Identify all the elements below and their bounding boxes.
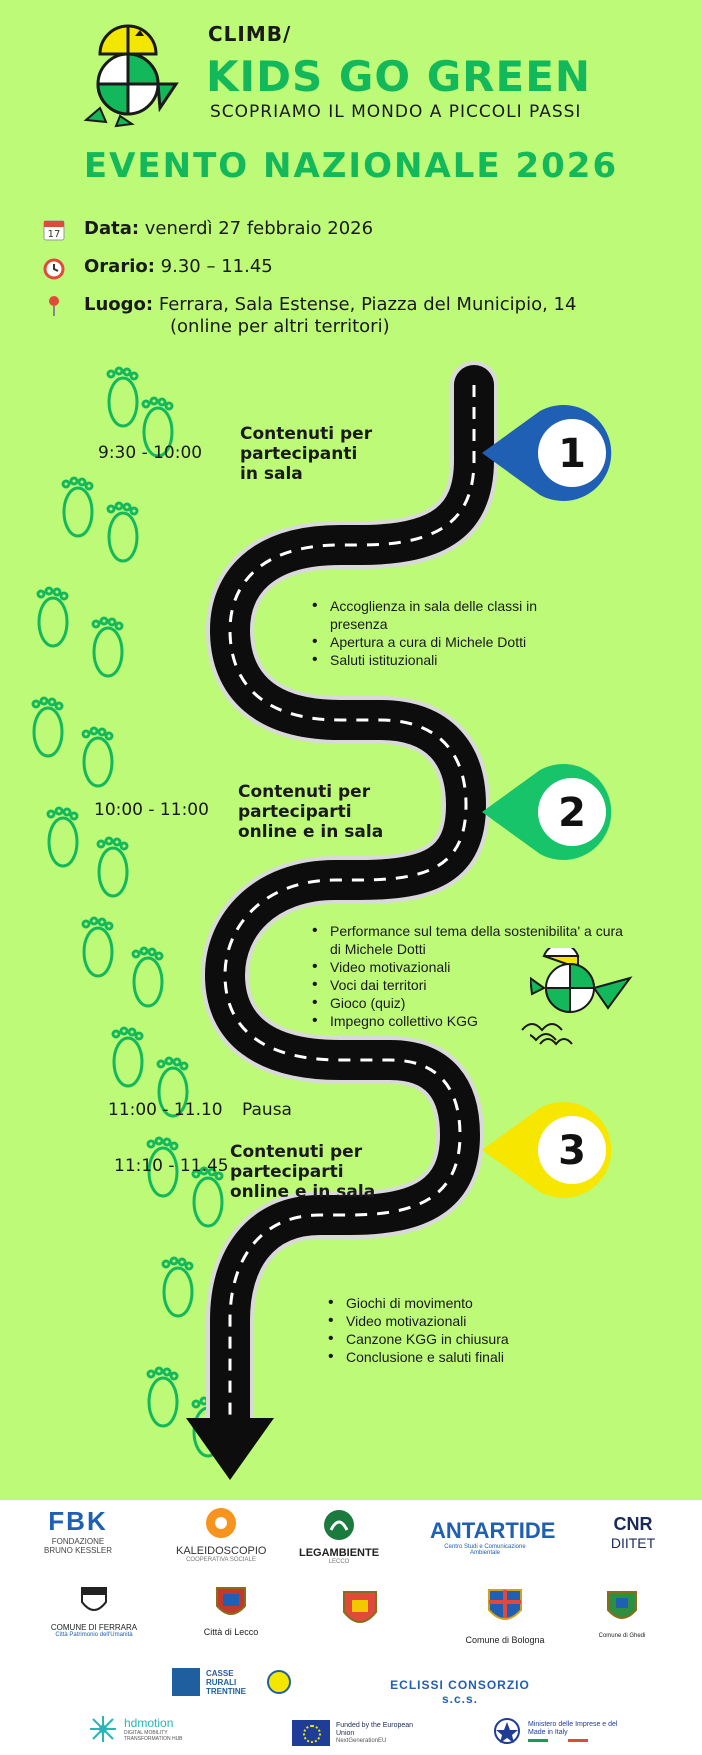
municipal-crest-icon xyxy=(343,1591,377,1623)
hdmotion-icon xyxy=(90,1716,116,1742)
list-item: Performance sul tema della sostenibilita… xyxy=(312,922,632,958)
italian-republic-emblem-icon xyxy=(494,1718,520,1744)
segment-1-bullets: Accoglienza in sala delle classi in pres… xyxy=(312,597,552,669)
ferrara-logo: COMUNE DI FERRARA Città Patrimonio dell'… xyxy=(44,1584,144,1638)
date-label: Data: xyxy=(84,218,140,239)
brand-title: KIDS GO GREEN xyxy=(206,52,592,101)
fbk-mark: FBK xyxy=(48,1506,108,1536)
municipal-crest-logo xyxy=(330,1584,390,1639)
winding-road xyxy=(186,361,498,1480)
ghedi-crest-icon xyxy=(607,1591,637,1619)
info-date: Data: venerdì 27 febbraio 2026 xyxy=(84,218,373,239)
list-item: Voci dai territori xyxy=(312,976,632,994)
kaleidoscopio-logo: KALEIDOSCOPIO COOPERATIVA SOCIALE xyxy=(176,1506,266,1563)
marker-1-number: 1 xyxy=(558,431,586,477)
kaleidoscopio-icon xyxy=(206,1508,236,1538)
casse-rurali-icon xyxy=(172,1668,200,1696)
clock-icon xyxy=(43,258,65,280)
legambiente-logo: LEGAMBIENTE LECCO xyxy=(296,1508,382,1565)
segment-2-bullets: Performance sul tema della sostenibilita… xyxy=(312,922,632,1030)
marker-2-number: 2 xyxy=(558,790,586,836)
bologna-logo: Comune di Bologna xyxy=(460,1582,550,1645)
list-item: Video motivazionali xyxy=(328,1312,588,1330)
segment-3-title: Contenuti per parteciparti online e in s… xyxy=(230,1142,376,1202)
place-label: Luogo: xyxy=(84,294,154,315)
list-item: Conclusione e saluti finali xyxy=(328,1348,588,1366)
list-item: Giochi di movimento xyxy=(328,1294,588,1312)
hdmotion-logo: hdmotion DIGITAL MOBILITY TRANSFORMATION… xyxy=(88,1714,208,1744)
info-place: Luogo: Ferrara, Sala Estense, Piazza del… xyxy=(84,294,576,315)
antartide-logo: ANTARTIDE Centro Studi e Comunicazione A… xyxy=(430,1518,556,1556)
marker-3-number: 3 xyxy=(558,1128,586,1174)
ferrara-crest-icon xyxy=(81,1587,107,1611)
fbk-logo: FBK FONDAZIONE BRUNO KESSLER xyxy=(38,1506,118,1555)
list-item: Video motivazionali xyxy=(312,958,632,976)
kids-go-green-logo xyxy=(83,24,179,128)
mimit-logo: Ministero delle Imprese e del Made in It… xyxy=(492,1716,632,1746)
casse-rurali-logo: CASSE RURALI TRENTINE xyxy=(172,1668,292,1696)
marker-1: 1 xyxy=(482,405,612,501)
segment-2-title: Contenuti per parteciparti online e in s… xyxy=(238,782,384,842)
list-item: Canzone KGG in chiusura xyxy=(328,1330,588,1348)
place-note: (online per altri territori) xyxy=(170,316,390,337)
bird-lines-decoration xyxy=(521,1023,573,1046)
casse-rurali-emblem-icon xyxy=(267,1670,291,1694)
list-item: Apertura a cura di Michele Dotti xyxy=(312,633,552,651)
italian-flag-stripe xyxy=(528,1738,588,1742)
main-background xyxy=(0,0,702,1500)
info-time: Orario: 9.30 – 11.45 xyxy=(84,256,273,277)
marker-2: 2 xyxy=(482,764,612,860)
segment-2-time: 10:00 - 11:00 xyxy=(94,800,209,820)
eu-flag-icon xyxy=(292,1720,330,1746)
lecco-crest-icon xyxy=(216,1587,246,1615)
segment-1-time: 9:30 - 10:00 xyxy=(98,443,203,463)
date-value: venerdì 27 febbraio 2026 xyxy=(144,218,374,239)
list-item: Saluti istituzionali xyxy=(312,651,552,669)
event-title: EVENTO NAZIONALE 2026 xyxy=(83,146,619,186)
time-value: 9.30 – 11.45 xyxy=(160,256,273,277)
list-item: Impegno collettivo KGG xyxy=(312,1012,632,1030)
brand-subtitle: SCOPRIAMO IL MONDO A PICCOLI PASSI xyxy=(210,102,582,122)
eclissi-logo: ECLISSI CONSORZIO s.c.s. xyxy=(390,1678,530,1706)
lecco-logo: Città di Lecco xyxy=(196,1582,266,1637)
list-item: Gioco (quiz) xyxy=(312,994,632,1012)
time-label: Orario: xyxy=(84,256,155,277)
cnr-logo: CNR DIITET xyxy=(610,1514,656,1551)
road-arrow-head xyxy=(186,1418,274,1480)
eu-funding-logo: Funded by the European Union NextGenerat… xyxy=(292,1720,422,1746)
list-item: Accoglienza in sala delle classi in pres… xyxy=(312,597,552,633)
location-pin-icon xyxy=(49,296,59,316)
legambiente-icon xyxy=(324,1510,354,1540)
marker-3: 3 xyxy=(482,1102,612,1198)
segment-3-bullets: Giochi di movimento Video motivazionali … xyxy=(328,1294,588,1366)
pause-time: 11:00 - 11.10 xyxy=(108,1100,223,1120)
segment-1-title: Contenuti per partecipanti in sala xyxy=(240,424,373,484)
calendar-icon: 17 xyxy=(43,220,65,241)
ghedi-logo: Comune di Ghedi xyxy=(592,1584,652,1639)
bologna-crest-icon xyxy=(488,1589,522,1620)
place-value: Ferrara, Sala Estense, Piazza del Munici… xyxy=(158,294,577,315)
logos-footer xyxy=(0,1500,702,1755)
footprints-decoration xyxy=(31,366,224,1458)
pause-row: 11:00 - 11.10 Pausa xyxy=(108,1100,292,1120)
segment-3-time: 11:10 - 11.45 xyxy=(114,1156,229,1176)
brand-small: CLIMB/ xyxy=(208,22,292,46)
svg-text:17: 17 xyxy=(48,229,61,240)
pause-label: Pausa xyxy=(242,1100,292,1120)
bird-illustration xyxy=(530,948,633,1042)
